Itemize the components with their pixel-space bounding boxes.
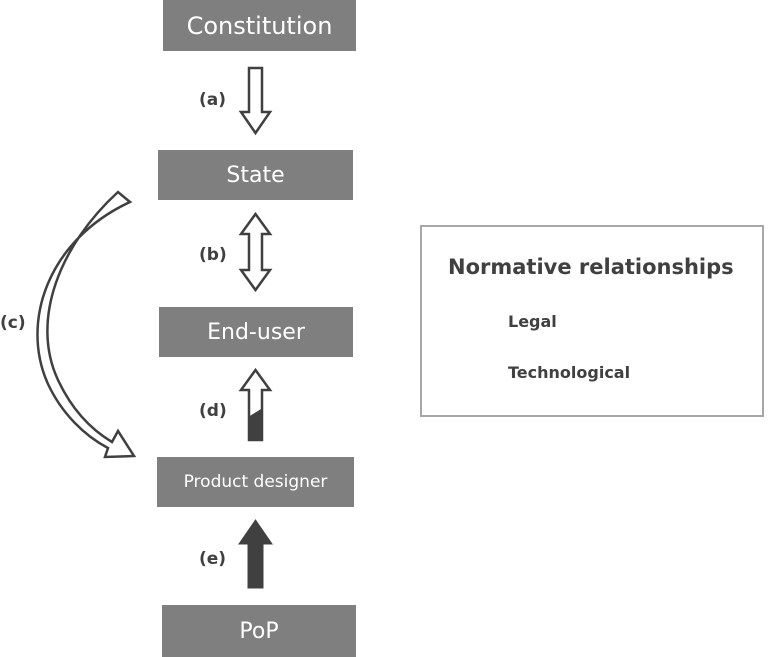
arrow-d-technological-part — [248, 408, 263, 441]
edge-label-a: (a) — [199, 90, 227, 110]
legend-item-legal: Legal — [508, 312, 557, 331]
node-pop-label: PoP — [239, 618, 279, 644]
node-end-user-label: End-user — [207, 319, 305, 345]
edge-label-b: (b) — [199, 245, 227, 265]
edge-label-d: (d) — [199, 401, 227, 421]
arrow-c-legal-curved — [36, 190, 137, 459]
edge-label-c: (c) — [0, 313, 26, 333]
node-state: State — [158, 150, 353, 200]
edge-label-e: (e) — [199, 549, 227, 569]
node-constitution-label: Constitution — [186, 11, 333, 40]
arrow-e-technological — [238, 519, 273, 589]
node-product-designer-label: Product designer — [183, 472, 328, 492]
arrow-a-legal — [238, 66, 273, 136]
legend-item-technological: Technological — [508, 363, 631, 382]
legend-title: Normative relationships — [448, 255, 734, 279]
node-end-user: End-user — [159, 307, 353, 357]
node-pop: PoP — [162, 605, 356, 657]
node-state-label: State — [226, 162, 285, 188]
node-product-designer: Product designer — [157, 457, 354, 507]
node-constitution: Constitution — [163, 0, 356, 51]
legend: Normative relationships Legal Technologi… — [420, 225, 764, 417]
arrow-b-legal-bidirectional — [238, 211, 273, 293]
